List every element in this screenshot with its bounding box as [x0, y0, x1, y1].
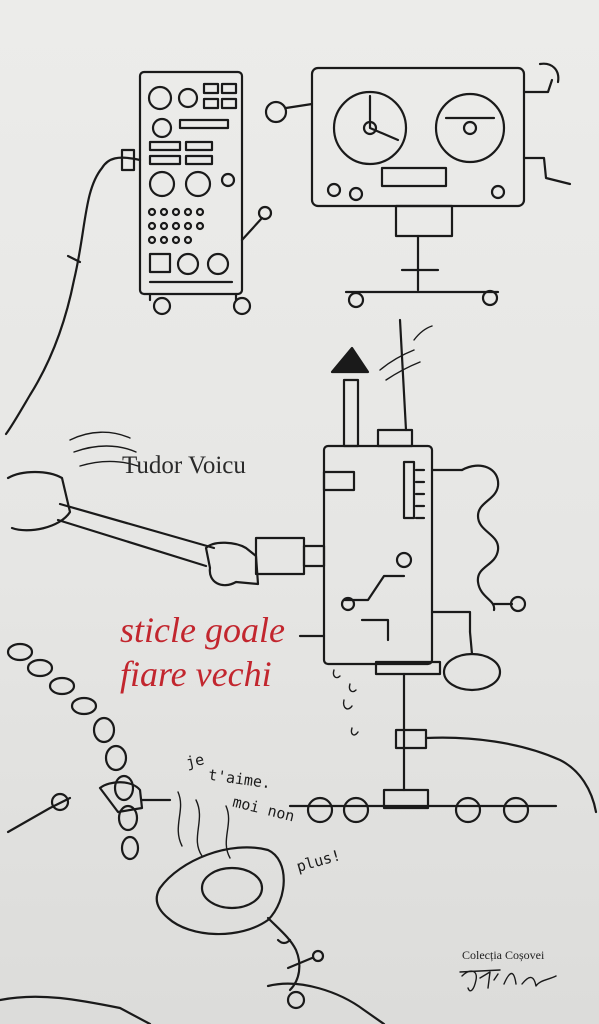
title-line-1: sticle goale — [120, 610, 285, 650]
scribble-line-1: je — [184, 750, 206, 772]
gramophone-horn-drawing — [0, 791, 386, 1024]
hammer-drawing — [6, 431, 326, 587]
title-line-2: fiare vechi — [120, 654, 272, 694]
antenna-drawing — [330, 318, 433, 448]
tape-recorder-drawing — [264, 62, 572, 309]
chain-drawing — [6, 642, 172, 861]
robot-machine-drawing — [288, 428, 598, 824]
control-panel-drawing — [4, 70, 273, 436]
author-name: Tudor Voicu — [122, 452, 246, 479]
series-name: Colecția Coșovei — [462, 948, 545, 962]
book-title: sticle goale fiare vechi — [120, 608, 340, 696]
signature-mark — [459, 969, 557, 992]
